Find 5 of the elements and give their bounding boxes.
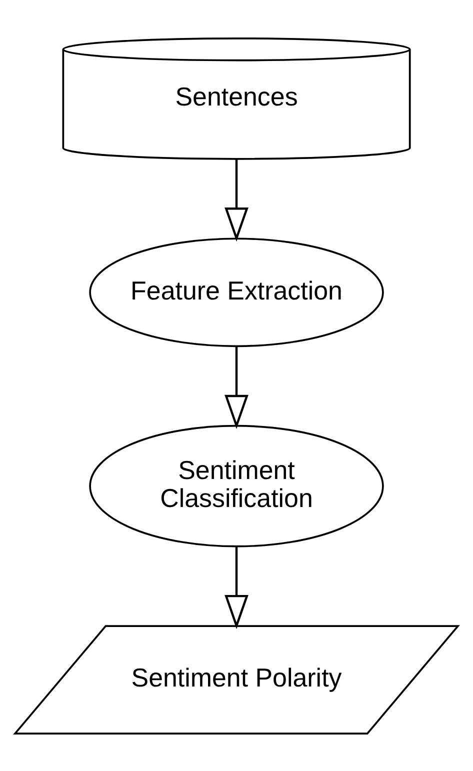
arrow bbox=[224, 546, 248, 629]
arrow bbox=[224, 346, 248, 429]
node-ellipse: Sentiment Classification bbox=[89, 424, 384, 547]
arrow bbox=[224, 158, 248, 242]
node-ellipse: Feature Extraction bbox=[89, 237, 384, 347]
